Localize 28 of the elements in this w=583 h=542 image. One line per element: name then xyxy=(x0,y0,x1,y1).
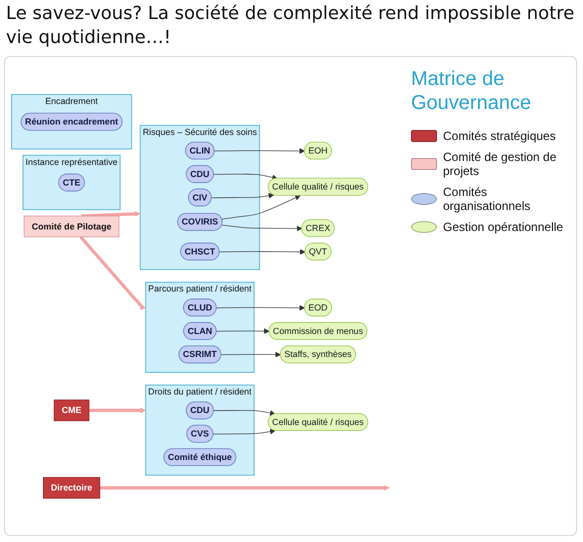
arrow xyxy=(219,248,306,254)
arrow xyxy=(214,148,305,154)
cluster xyxy=(22,154,121,210)
post-text: Le savez-vous? La société de complexité rend impossible notre vie quotidienne…! xyxy=(6,2,576,50)
cluster xyxy=(145,281,255,372)
arrow xyxy=(213,428,276,434)
node-box xyxy=(24,215,120,237)
cluster xyxy=(145,384,255,476)
arrow xyxy=(100,484,390,490)
diagram-title: Matrice de Gouvernance xyxy=(411,67,532,115)
arrow xyxy=(222,194,301,220)
arrow xyxy=(222,224,302,231)
arrow xyxy=(214,410,276,416)
arrow xyxy=(220,351,281,357)
arrow xyxy=(214,173,278,180)
arrow xyxy=(79,235,146,310)
arrow xyxy=(216,328,270,334)
cluster xyxy=(11,94,132,149)
arrow xyxy=(89,407,146,413)
cluster xyxy=(140,124,260,270)
arrow xyxy=(81,210,140,218)
node-box xyxy=(54,399,90,421)
legend-label: Comités organisationnels xyxy=(443,185,532,213)
legend-label: Gestion opérationnelle xyxy=(443,220,564,234)
arrow xyxy=(211,192,274,198)
legend-label: Comité de gestion de projets xyxy=(443,150,558,178)
arrow xyxy=(216,304,305,310)
legend-label: Comités stratégiques xyxy=(443,129,556,143)
